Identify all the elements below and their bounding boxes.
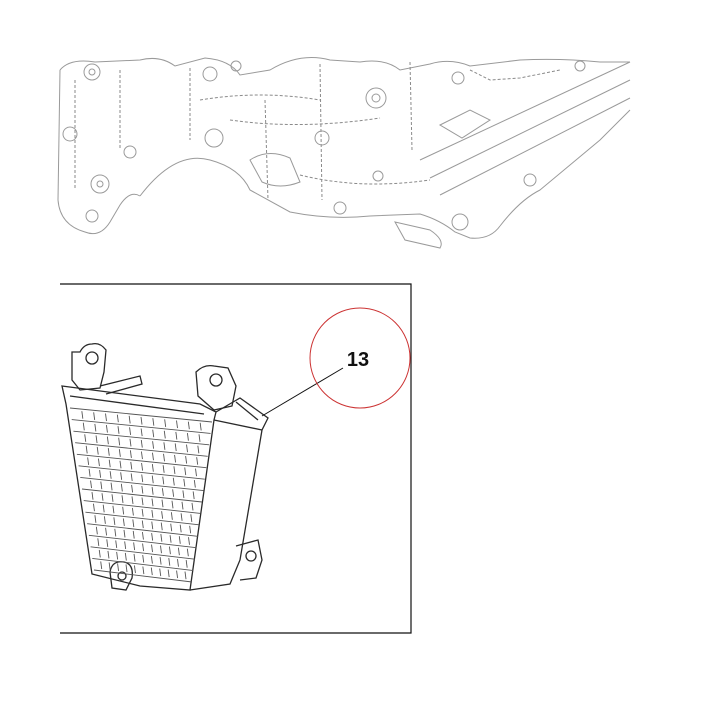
callout-label: 13 (347, 349, 369, 371)
callout-circle (309, 307, 411, 409)
cooling-fins (69, 407, 213, 583)
callout-13: 13 (261, 307, 411, 417)
oil-cooler-illustration (61, 342, 269, 591)
detail-inset-frame (60, 283, 412, 634)
callout-leader-line (261, 367, 344, 417)
engine-assembly-illustration (57, 57, 631, 249)
